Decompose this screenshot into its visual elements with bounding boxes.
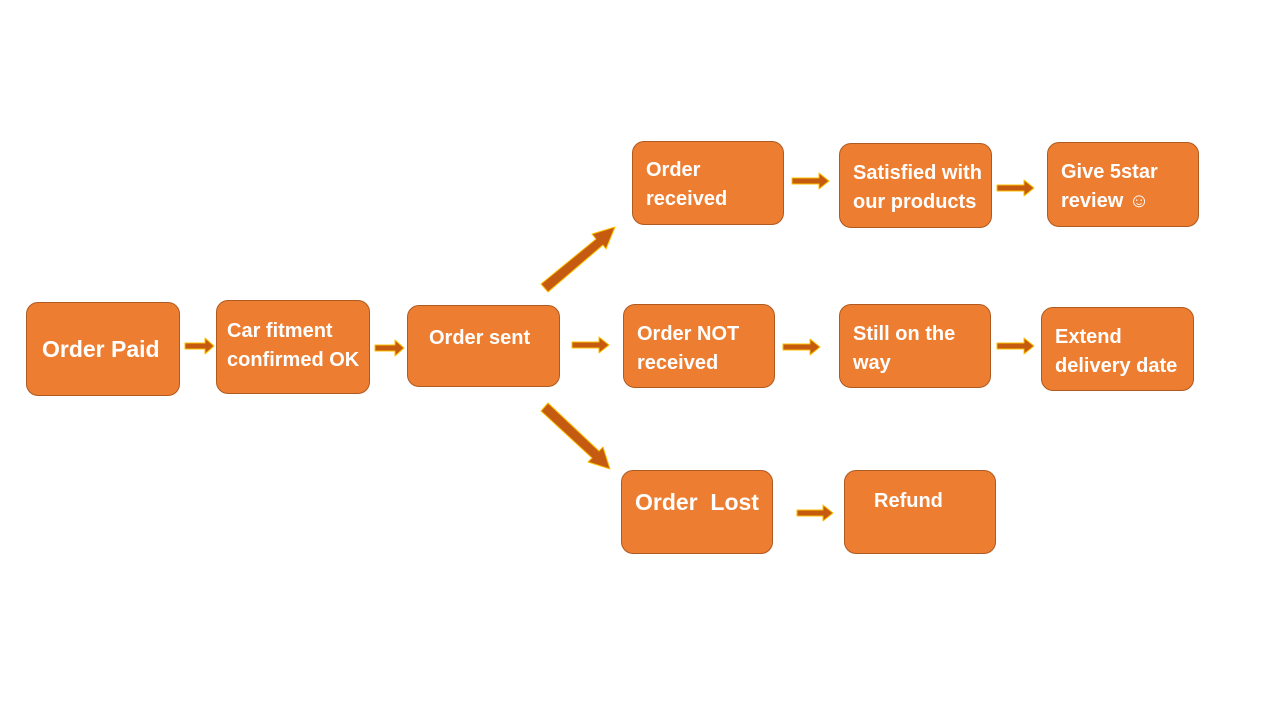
node-order-lost: Order Lost bbox=[621, 470, 773, 554]
node-car-fitment-line-1: Car fitment bbox=[227, 320, 333, 342]
node-order-lost-label: Order Lost bbox=[635, 489, 759, 515]
node-still-on-way-line-2: way bbox=[853, 352, 891, 374]
node-car-fitment-line-2: confirmed OK bbox=[227, 349, 360, 371]
node-order-not-received: Order NOT received bbox=[623, 304, 775, 388]
arrow-still-on-way-to-extend-delivery bbox=[996, 337, 1035, 355]
node-extend-delivery-line-1: Extend bbox=[1055, 326, 1122, 348]
node-car-fitment: Car fitment confirmed OK bbox=[216, 300, 370, 394]
node-order-paid-label: Order Paid bbox=[42, 335, 160, 362]
node-order-not-received-line-1: Order NOT bbox=[637, 323, 740, 345]
arrow-satisfied-to-give-review bbox=[996, 179, 1035, 197]
node-give-review-line-2: review ☺ bbox=[1061, 190, 1150, 212]
node-satisfied-line-1: Satisfied with bbox=[853, 162, 982, 184]
arrow-order-lost-to-refund bbox=[796, 504, 834, 522]
arrow-order-paid-to-car-fitment bbox=[184, 337, 215, 355]
node-order-received-line-1: Order bbox=[646, 159, 701, 181]
node-order-received: Order received bbox=[632, 141, 784, 225]
node-order-sent: Order sent bbox=[407, 305, 560, 387]
arrow-car-fitment-to-order-sent bbox=[374, 339, 405, 357]
node-order-sent-label: Order sent bbox=[429, 327, 531, 349]
node-refund: Refund bbox=[844, 470, 996, 554]
node-still-on-way-line-1: Still on the bbox=[853, 323, 956, 345]
node-give-review-line-1: Give 5star bbox=[1061, 161, 1158, 183]
arrow-order-sent-to-order-not-received bbox=[571, 336, 610, 354]
arrow-order-sent-to-order-lost bbox=[540, 402, 611, 470]
node-give-review: Give 5star review ☺ bbox=[1047, 142, 1199, 227]
node-extend-delivery: Extend delivery date bbox=[1041, 307, 1194, 391]
node-extend-delivery-line-2: delivery date bbox=[1055, 355, 1178, 377]
arrow-order-not-received-to-still-on-way bbox=[782, 338, 821, 356]
node-order-not-received-line-2: received bbox=[637, 352, 719, 374]
node-satisfied: Satisfied with our products bbox=[839, 143, 992, 228]
node-still-on-way: Still on the way bbox=[839, 304, 991, 388]
node-refund-label: Refund bbox=[874, 490, 943, 512]
arrow-order-sent-to-order-received bbox=[540, 226, 616, 293]
node-order-received-line-2: received bbox=[646, 188, 728, 210]
node-satisfied-line-2: our products bbox=[853, 191, 977, 213]
arrow-order-received-to-satisfied bbox=[791, 172, 830, 190]
node-order-paid: Order Paid bbox=[26, 302, 180, 396]
